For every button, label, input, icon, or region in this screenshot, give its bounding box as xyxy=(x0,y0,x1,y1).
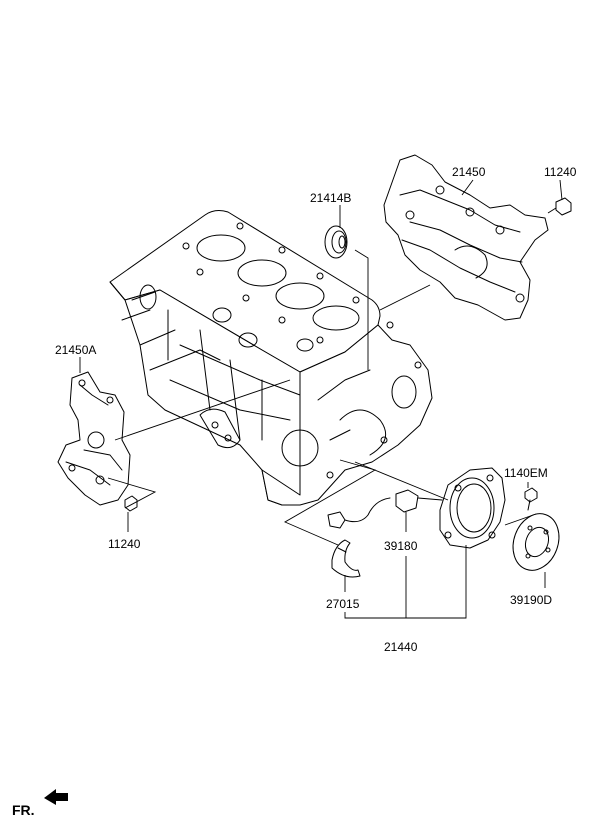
bracket-bolt-left xyxy=(124,495,138,512)
sensor-target-wheel-39190D xyxy=(512,513,560,571)
label-27015: 27015 xyxy=(326,597,360,611)
label-11240-left: 11240 xyxy=(108,537,141,551)
label-21440: 21440 xyxy=(384,640,418,654)
front-direction-indicator: FR. xyxy=(12,789,68,818)
label-39180: 39180 xyxy=(384,539,418,553)
crankshaft-position-sensor xyxy=(327,489,443,529)
cylinder-block xyxy=(109,210,433,506)
bore-plug-21414B xyxy=(324,225,348,259)
engine-bracket-21450A xyxy=(57,371,131,506)
timing-chain-cover xyxy=(383,154,549,321)
thrust-bearing-27015 xyxy=(331,539,361,578)
label-39190D: 39190D xyxy=(510,593,552,607)
cover-bolt-top xyxy=(547,197,572,216)
rear-oil-seal-case-21440 xyxy=(439,467,506,549)
label-1140EM: 1140EM xyxy=(504,466,548,480)
seal-case-bolt-1140EM xyxy=(524,487,538,511)
leader-lines xyxy=(79,179,563,619)
front-arrow-icon xyxy=(44,789,68,805)
label-21450A: 21450A xyxy=(55,343,96,357)
front-direction-label: FR. xyxy=(12,802,35,818)
label-21414B: 21414B xyxy=(310,191,351,205)
label-21450: 21450 xyxy=(452,165,486,179)
label-11240-top: 11240 xyxy=(544,165,577,179)
